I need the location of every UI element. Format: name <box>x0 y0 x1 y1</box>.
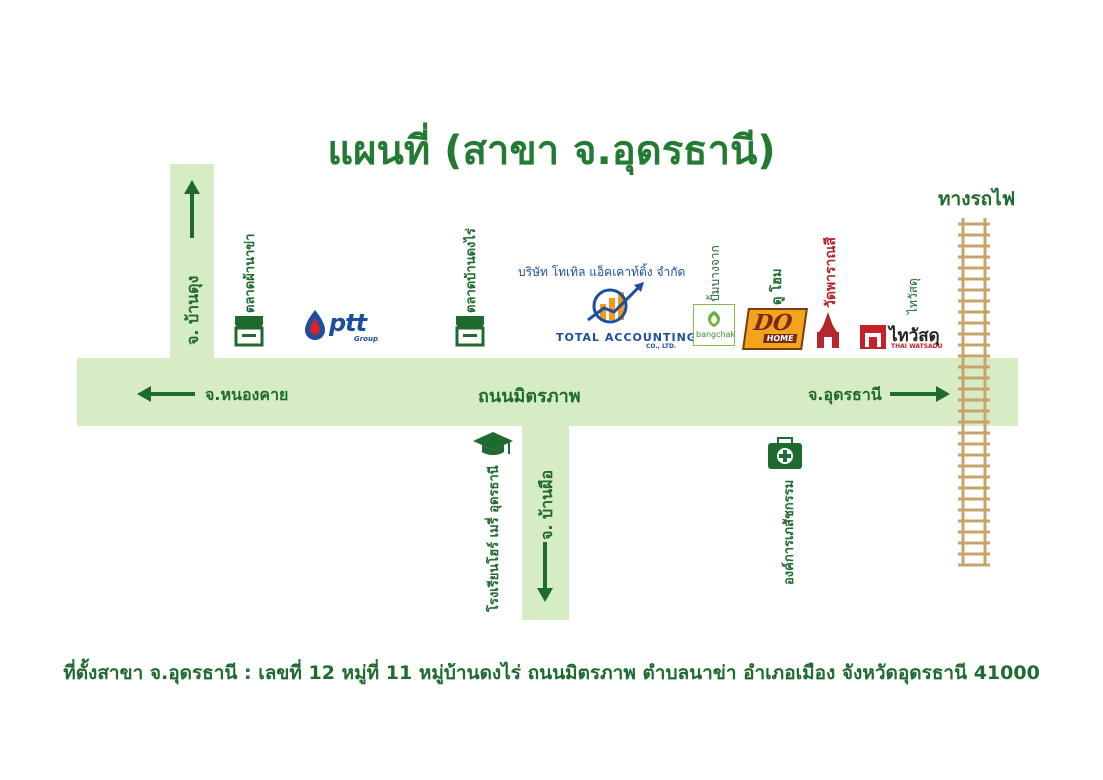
total-accounting-sub: CO., LTD. <box>646 343 677 350</box>
school-label: โรงเรียนโฮร์ เมรี่ อุดรธานี <box>487 465 502 612</box>
total-accounting-en-name: TOTAL ACCOUNTING <box>556 331 697 344</box>
graduation-cap-icon <box>473 432 513 455</box>
wat-label: วัดพาราณสี <box>823 237 839 308</box>
thaiwatsadu-logo-icon <box>860 325 886 349</box>
east-arrow-icon <box>890 386 950 402</box>
ptt-logo-sub: Group <box>354 335 379 343</box>
main-road-label: ถนนมิตรภาพ <box>478 386 581 407</box>
bangchak-label: ปั้มบางจาก <box>708 245 722 302</box>
temple-icon <box>817 312 839 348</box>
south-arrow-icon <box>537 542 553 602</box>
dohome-logo-icon: DO HOME <box>742 308 808 350</box>
ptt-logo-text: ptt <box>329 309 367 337</box>
main-road <box>77 358 1018 426</box>
branch-address: ที่ตั้งสาขา จ.อุดรธานี : เลขที่ 12 หมู่ท… <box>63 662 1040 684</box>
north-direction-label: จ. บ้านดุง <box>183 275 202 345</box>
market-dongrai-label: ตลาดบ้านดงไร่ <box>464 228 479 313</box>
pharmacy-icon <box>768 437 802 469</box>
map-title: แผนที่ (สาขา จ.อุดรธานี) <box>327 128 776 174</box>
total-accounting-logo-icon <box>587 282 644 324</box>
pharmacy-label: องค์การเภสัชกรรม <box>782 479 797 585</box>
thaiwatsadu-logo-en: THAI WATSADU <box>891 343 943 350</box>
railway-label: ทางรถไฟ <box>938 188 1016 210</box>
north-arrow-icon <box>184 180 200 238</box>
dohome-logo-home: HOME <box>763 334 798 343</box>
thaiwatsadu-label: ไทวัสดุ <box>906 278 920 314</box>
bangchak-logo-text: bangchak <box>696 330 736 339</box>
market-nakha-icon <box>234 316 264 347</box>
ptt-logo-icon <box>305 310 325 340</box>
thaiwatsadu-logo-text: ไทวัสดุ <box>889 326 940 346</box>
bangchak-logo-icon: bangchak <box>693 304 735 346</box>
west-arrow-icon <box>137 386 195 402</box>
market-nakha-label: ตลาดผ้านาข่า <box>243 233 258 313</box>
dohome-label: ดู โฮม <box>770 268 785 305</box>
west-direction-label: จ.หนองคาย <box>205 385 289 404</box>
dohome-logo-do: DO <box>752 310 794 336</box>
east-direction-label: จ.อุดรธานี <box>808 385 882 404</box>
total-accounting-thai-name: บริษัท โทเทิล แอ็คเคาท์ติ้ง จำกัด <box>518 265 686 279</box>
market-dongrai-icon <box>455 316 485 347</box>
railway-track <box>958 218 990 567</box>
south-direction-label: จ. บ้านผือ <box>537 469 556 540</box>
